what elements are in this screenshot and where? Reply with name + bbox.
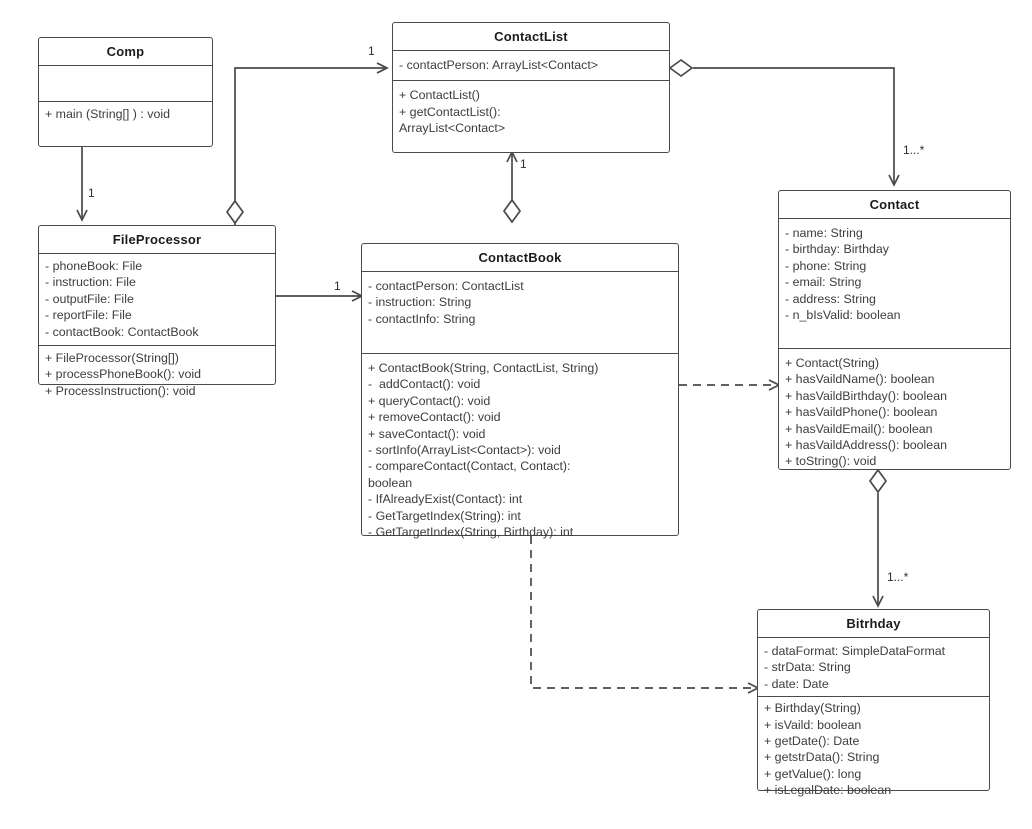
class-member: + hasVaildAddress(): boolean (785, 438, 947, 453)
methods-compartment-contact: + Contact(String) + hasVaildName(): bool… (779, 349, 1010, 475)
compartment-divider (393, 80, 669, 82)
class-member: + getstrData(): String (764, 750, 880, 765)
class-member: - contactPerson: ArrayList<Contact> (399, 58, 599, 72)
connector-fileprocessor-contactlist (225, 62, 389, 225)
class-member: - dataFormat: SimpleDataFormat (764, 644, 946, 658)
class-member: + Birthday(String) (764, 701, 861, 716)
class-member: + queryContact(): void (368, 393, 491, 408)
class-title-contactlist: ContactList (494, 29, 568, 44)
class-member: + hasVaildPhone(): boolean (785, 405, 938, 420)
compartment-divider (779, 348, 1010, 349)
class-member: - contactInfo: String (368, 311, 476, 326)
class-member: + isVaild: boolean (764, 717, 862, 732)
class-member: - n_bIsValid: boolean (785, 308, 901, 323)
class-member: + saveContact(): void (368, 426, 486, 441)
attributes-compartment-birthday: - dataFormat: SimpleDataFormat - strData… (758, 638, 989, 696)
class-member: + processPhoneBook(): void (45, 367, 202, 382)
class-member: - contactBook: ContactBook (45, 324, 199, 339)
multiplicity-contactlist-contact: 1...* (903, 143, 925, 157)
compartment-divider (39, 65, 212, 66)
attributes-compartment-comp (39, 66, 212, 101)
class-member: - compareContact(Contact, Contact): (368, 459, 571, 474)
class-member: - name: String (785, 226, 863, 240)
connector-contactbook-contactlist (502, 150, 522, 224)
attributes-compartment-fileprocessor: - phoneBook: File - instruction: File - … (39, 254, 275, 345)
class-title-birthday: Bitrhday (846, 616, 901, 631)
class-box-fileprocessor[interactable]: FileProcessor - phoneBook: File - instru… (38, 225, 276, 398)
methods-compartment-comp: + main (String[] ) : void (39, 102, 212, 127)
compartment-divider (39, 345, 275, 347)
class-member: - date: Date (764, 676, 829, 691)
multiplicity-comp-fileprocessor: 1 (88, 186, 95, 200)
class-member: - address: String (785, 291, 876, 306)
connector-contactbook-birthday (530, 536, 760, 694)
class-title-contact: Contact (869, 197, 920, 212)
class-member: - IfAlreadyExist(Contact): int (368, 492, 523, 507)
class-member: + hasVaildBirthday(): boolean (785, 388, 947, 403)
compartment-divider (362, 353, 678, 354)
methods-compartment-birthday: + Birthday(String) + isVaild: boolean + … (758, 697, 989, 803)
class-box-birthday[interactable]: Bitrhday - dataFormat: SimpleDataFormat … (757, 609, 990, 797)
class-member: + hasVaildEmail(): boolean (785, 421, 933, 436)
multiplicity-contactbook-contactlist: 1 (520, 157, 527, 171)
class-member: - contactPerson: ContactList (368, 279, 524, 293)
class-member: - strData: String (764, 660, 851, 675)
class-member: + getValue(): long (764, 766, 862, 781)
class-member: - outputFile: File (45, 291, 134, 306)
methods-compartment-contactbook: + ContactBook(String, ContactList, Strin… (362, 354, 678, 545)
class-member: - instruction: String (368, 295, 472, 310)
class-member: + hasVaildName(): boolean (785, 372, 935, 387)
connector-contactlist-contact (668, 58, 900, 187)
class-member: - addContact(): void (368, 377, 481, 392)
attributes-compartment-contact: - name: String - birthday: Birthday - ph… (779, 219, 1010, 348)
class-member: - phone: String (785, 258, 867, 273)
compartment-divider (758, 696, 989, 698)
multiplicity-fileprocessor-contactlist: 1 (368, 44, 375, 58)
class-box-contact[interactable]: Contact - name: String - birthday: Birth… (778, 190, 1011, 470)
class-member: + FileProcessor(String[]) (45, 351, 179, 366)
class-member: - reportFile: File (45, 308, 132, 323)
class-member: + removeContact(): void (368, 410, 501, 425)
class-member: - instruction: File (45, 275, 136, 290)
multiplicity-contact-birthday: 1...* (887, 570, 909, 584)
compartment-divider (393, 50, 669, 51)
class-member: + getContactList(): (399, 104, 501, 119)
compartment-divider (758, 637, 989, 638)
methods-compartment-contactlist: + ContactList() + getContactList(): Arra… (393, 81, 669, 141)
class-member: + main (String[] ) : void (45, 107, 170, 121)
class-box-contactlist[interactable]: ContactList - contactPerson: ArrayList<C… (392, 22, 670, 153)
class-member: + getDate(): Date (764, 734, 860, 749)
class-title-comp: Comp (106, 44, 145, 59)
class-member: boolean (368, 475, 413, 490)
class-title-fileprocessor: FileProcessor (112, 232, 202, 247)
compartment-divider (39, 253, 275, 254)
attributes-compartment-contactlist: - contactPerson: ArrayList<Contact> (393, 51, 669, 80)
attributes-compartment-contactbook: - contactPerson: ContactList - instructi… (362, 272, 678, 353)
class-member: + isLegalDate: boolean (764, 783, 892, 798)
class-member: + ProcessInstruction(): void (45, 383, 196, 398)
class-member: + ContactList() (399, 88, 480, 103)
class-member: - GetTargetIndex(String, Birthday): int (368, 525, 574, 540)
connector-contact-birthday (868, 468, 888, 608)
multiplicity-fileprocessor-contactbook: 1 (334, 279, 341, 293)
class-member: + Contact(String) (785, 356, 880, 370)
methods-compartment-fileprocessor: + FileProcessor(String[]) + processPhone… (39, 346, 275, 404)
class-member: - phoneBook: File (45, 259, 143, 273)
class-title-contactbook: ContactBook (478, 250, 562, 265)
class-member: + ContactBook(String, ContactList, Strin… (368, 361, 599, 375)
class-member: ArrayList<Contact> (399, 121, 506, 136)
class-member: - email: String (785, 275, 862, 290)
class-member: - GetTargetIndex(String): int (368, 508, 521, 523)
compartment-divider (39, 101, 212, 102)
class-member: - sortInfo(ArrayList<Contact>): void (368, 443, 561, 458)
compartment-divider (779, 218, 1010, 219)
class-member: - birthday: Birthday (785, 242, 889, 257)
class-box-comp[interactable]: Comp + main (String[] ) : void (38, 37, 213, 147)
class-box-contactbook[interactable]: ContactBook - contactPerson: ContactList… (361, 243, 679, 539)
compartment-divider (362, 271, 678, 272)
class-member: + toString(): void (785, 454, 877, 469)
